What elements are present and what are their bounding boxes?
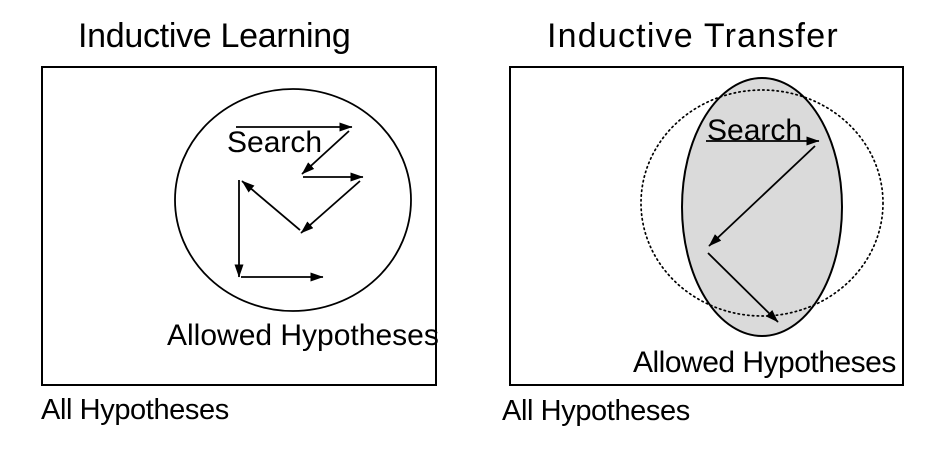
left-panel-title: Inductive Learning [78,17,351,55]
all-hypotheses-label-right: All Hypotheses [502,395,690,427]
allowed-hypotheses-label-left: Allowed Hypotheses [167,319,439,352]
right-panel-title: Inductive Transfer [547,17,839,55]
search-arrow [707,252,779,323]
search-label-right: Search [707,114,803,147]
search-arrow [301,130,350,175]
all-hypotheses-box-right [509,66,904,386]
all-hypotheses-box-left [41,66,437,386]
search-arrow [300,180,361,234]
left-panel-shapes [41,66,437,386]
search-path-arrows-right [706,136,820,323]
search-arrow [708,145,816,247]
right-panel-shapes [509,66,904,386]
search-arrow [241,180,301,231]
all-hypotheses-label-left: All Hypotheses [41,394,229,426]
transfer-allowed-ellipse [681,77,843,337]
search-label-left: Search [227,126,323,159]
search-path-arrows-left [234,122,364,282]
prior-hypotheses-dotted-circle [640,89,884,317]
allowed-hypotheses-label-right: Allowed Hypotheses [633,346,896,379]
allowed-hypotheses-circle [174,88,412,312]
